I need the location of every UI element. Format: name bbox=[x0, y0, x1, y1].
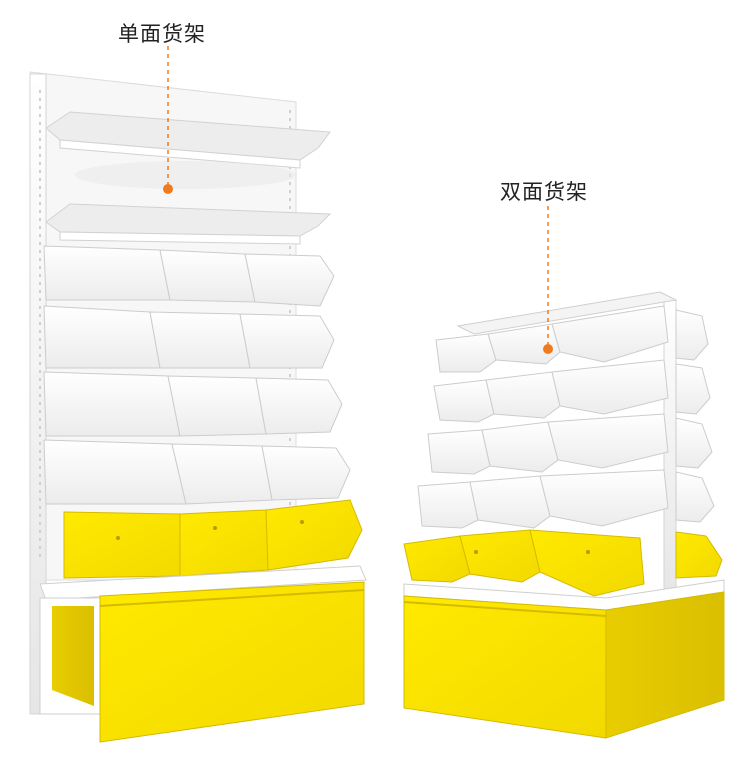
single-sided-shelf bbox=[29, 71, 367, 743]
yellow-base-cabinet bbox=[39, 565, 367, 743]
yellow-base-cabinet bbox=[403, 579, 725, 739]
double-callout bbox=[543, 206, 553, 354]
callout-dot bbox=[543, 344, 553, 354]
bin-row bbox=[43, 439, 351, 505]
bin-row bbox=[43, 305, 335, 369]
single-callout bbox=[163, 46, 173, 194]
flat-shelf bbox=[45, 111, 331, 189]
bin-row bbox=[427, 413, 669, 475]
yellow-bin-row bbox=[403, 529, 645, 597]
callout-dot bbox=[163, 184, 173, 194]
double-sided-shelf-label: 双面货架 bbox=[500, 180, 588, 204]
bin-row bbox=[435, 305, 669, 373]
top-cap bbox=[456, 291, 678, 335]
bin-row bbox=[417, 469, 669, 529]
side-bins bbox=[675, 309, 723, 579]
single-sided-shelf-label: 单面货架 bbox=[118, 22, 206, 46]
bin-row bbox=[433, 359, 669, 423]
flat-shelf bbox=[45, 203, 332, 245]
yellow-bin-row bbox=[63, 499, 363, 579]
bin-row bbox=[43, 245, 335, 307]
bin-row bbox=[43, 371, 343, 437]
double-sided-shelf bbox=[403, 291, 725, 739]
